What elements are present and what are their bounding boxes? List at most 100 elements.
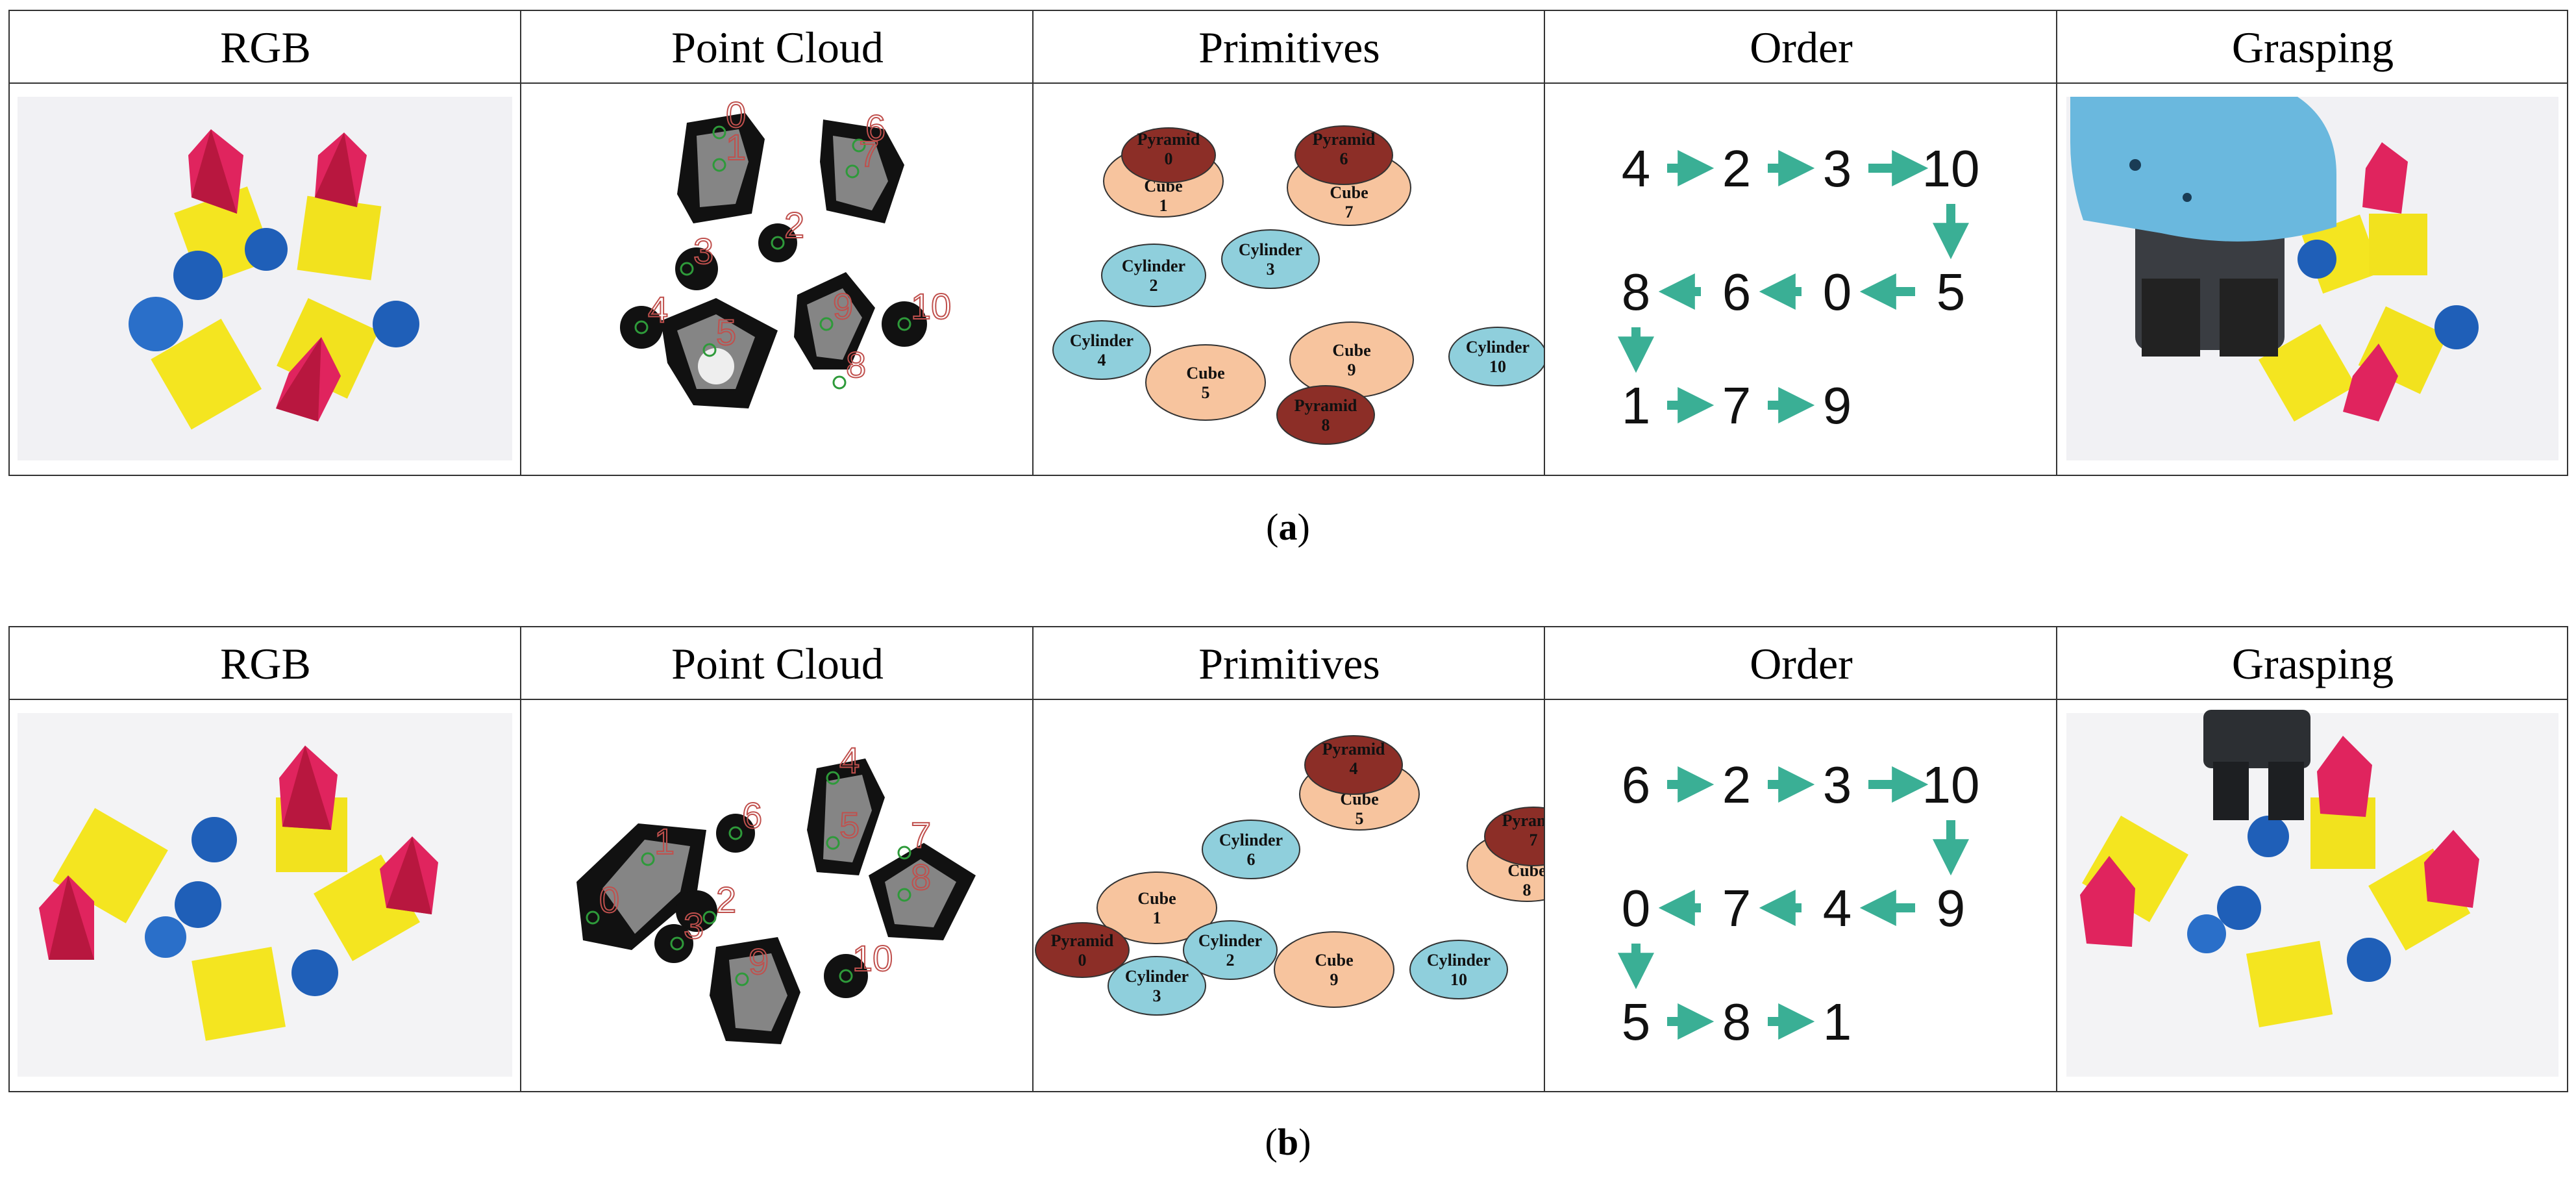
header-point-cloud: Point Cloud bbox=[671, 638, 884, 688]
header-order: Order bbox=[1750, 638, 1853, 688]
centroid-marker bbox=[670, 936, 684, 951]
centroid-marker bbox=[712, 158, 726, 172]
point-cloud-label: 6 bbox=[865, 107, 886, 148]
primitive-label: Pyramid bbox=[1322, 740, 1385, 758]
order-number: 5 bbox=[1937, 263, 1966, 321]
header-rgb: RGB bbox=[220, 638, 311, 688]
primitive-ellipse bbox=[1484, 807, 1544, 866]
order-number: 2 bbox=[1722, 756, 1752, 814]
primitive-ellipse bbox=[1294, 125, 1393, 185]
primitive-id: 9 bbox=[1348, 360, 1356, 379]
header-grasping: Grasping bbox=[2231, 22, 2394, 72]
order-number: 1 bbox=[1823, 993, 1852, 1051]
point-cloud-label: 2 bbox=[716, 879, 736, 920]
primitive-id: 1 bbox=[1159, 196, 1168, 215]
primitive-id: 6 bbox=[1340, 149, 1348, 168]
order-number: 4 bbox=[1622, 140, 1651, 197]
blue-cylinder bbox=[245, 228, 288, 271]
primitive-label: Cylinder bbox=[1219, 831, 1283, 849]
header-rgb: RGB bbox=[220, 22, 311, 72]
primitive-ellipse bbox=[1409, 940, 1508, 999]
primitive-ellipse bbox=[1121, 127, 1216, 183]
centroid-marker bbox=[897, 846, 911, 860]
order-number: 8 bbox=[1722, 993, 1752, 1051]
primitive-label: Cube bbox=[1330, 183, 1368, 202]
order-number: 4 bbox=[1823, 879, 1852, 937]
primitive-ellipse bbox=[1276, 385, 1375, 445]
primitive-label: Cube bbox=[1315, 951, 1353, 970]
column-divider bbox=[521, 627, 1034, 1091]
rgb-photo bbox=[10, 84, 521, 475]
rgb-photo bbox=[10, 700, 521, 1091]
primitive-ellipse bbox=[1202, 820, 1300, 879]
primitive-id: 9 bbox=[1330, 970, 1339, 989]
point-cloud-label: 2 bbox=[784, 205, 804, 245]
point-cloud-label: 1 bbox=[726, 127, 746, 168]
order-number: 5 bbox=[1622, 993, 1651, 1051]
grasping-photo bbox=[2057, 700, 2568, 1091]
column-divider bbox=[1034, 11, 1545, 475]
point-cloud-label: 5 bbox=[839, 805, 860, 846]
point-cloud-label: 1 bbox=[654, 821, 675, 862]
primitive-id: 10 bbox=[1450, 970, 1467, 989]
primitive-id: 4 bbox=[1350, 759, 1358, 778]
blue-cylinder bbox=[129, 297, 183, 351]
centroid-marker bbox=[680, 262, 694, 276]
point-cloud-label: 9 bbox=[749, 941, 769, 982]
primitive-id: 1 bbox=[1153, 909, 1161, 927]
primitive-id: 4 bbox=[1098, 351, 1106, 370]
order-number: 6 bbox=[1622, 756, 1651, 814]
order-number: 9 bbox=[1823, 377, 1852, 434]
primitive-id: 8 bbox=[1523, 881, 1531, 899]
point-cloud-label: 7 bbox=[911, 814, 931, 855]
order-number: 3 bbox=[1823, 756, 1852, 814]
primitive-id: 5 bbox=[1202, 383, 1210, 402]
pyramid-primitive: Pyramid7 bbox=[1484, 807, 1544, 866]
centroid-marker bbox=[641, 852, 655, 866]
primitive-label: Cube bbox=[1137, 889, 1176, 908]
centroid-marker bbox=[897, 888, 911, 902]
point-cloud-label: 8 bbox=[911, 857, 931, 897]
primitive-ellipse bbox=[1101, 244, 1206, 307]
primitive-id: 5 bbox=[1356, 809, 1364, 828]
centroid-marker bbox=[771, 236, 785, 250]
point-cloud-label: 8 bbox=[846, 344, 866, 385]
primitive-id: 0 bbox=[1078, 951, 1087, 970]
centroid-marker bbox=[839, 969, 853, 983]
order-number: 3 bbox=[1823, 140, 1852, 197]
primitive-ellipse bbox=[1304, 735, 1403, 795]
point-cloud-label: 9 bbox=[833, 286, 853, 327]
column-divider bbox=[10, 627, 521, 1091]
header-primitives: Primitives bbox=[1198, 638, 1380, 688]
centroid-marker bbox=[832, 375, 847, 390]
centroid-marker bbox=[845, 164, 860, 179]
gripper-cover bbox=[2070, 97, 2336, 242]
centroid-marker bbox=[826, 771, 840, 785]
primitive-label: Cylinder bbox=[1122, 257, 1185, 275]
centroid-marker bbox=[702, 910, 717, 925]
yellow-cube bbox=[151, 318, 262, 430]
point-cloud-label: 4 bbox=[839, 740, 860, 781]
order-number: 6 bbox=[1722, 263, 1752, 321]
caption-b: (b) bbox=[1265, 1121, 1311, 1163]
centroid-marker bbox=[702, 343, 717, 357]
centroid-marker bbox=[735, 972, 749, 986]
primitive-label: Pyramid bbox=[1294, 396, 1357, 415]
primitive-id: 6 bbox=[1247, 850, 1256, 869]
column-divider bbox=[2057, 11, 2568, 475]
point-cloud-label: 4 bbox=[648, 289, 668, 330]
